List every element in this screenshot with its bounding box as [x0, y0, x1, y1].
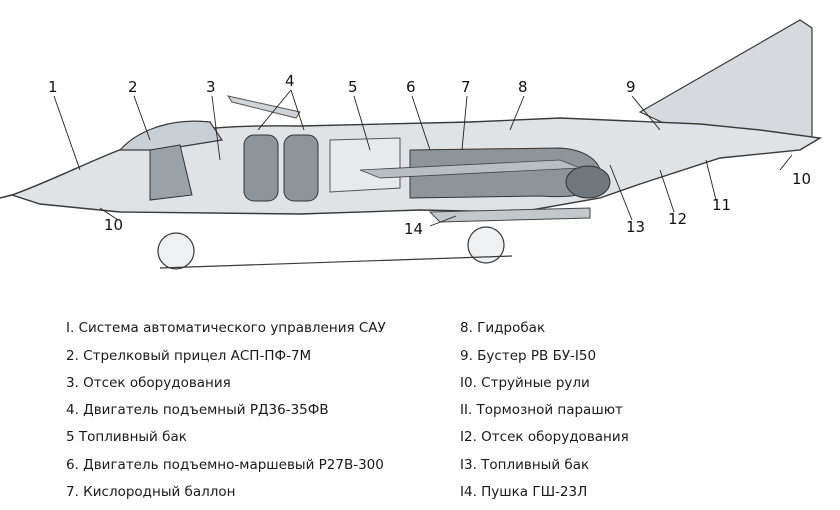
- legend-item-3: 3. Отсек оборудования: [66, 375, 231, 391]
- main-wheel: [467, 226, 505, 264]
- callout-11: 11: [712, 196, 732, 214]
- callout-9: 9: [626, 78, 636, 96]
- legend-item-2: 2. Стрелковый прицел АСП-ПФ-7М: [66, 348, 312, 364]
- callout-4: 4: [285, 72, 295, 90]
- callout-7: 7: [461, 78, 471, 96]
- aircraft-cutaway-diagram: [0, 19, 823, 270]
- ground-line: [159, 255, 513, 269]
- legend-item-9: 9. Бустер РВ БУ-I50: [460, 348, 597, 364]
- callout-6: 6: [406, 78, 416, 96]
- callout-13: 13: [626, 218, 646, 236]
- callout-8: 8: [518, 78, 528, 96]
- legend-item-14: I4. Пушка ГШ-23Л: [460, 484, 588, 500]
- legend-item-13: I3. Топливный бак: [460, 457, 590, 473]
- pitot-probe: [0, 194, 13, 199]
- callout-10-nose: 10: [104, 216, 124, 234]
- swivel-nozzle: [565, 165, 611, 199]
- nose-wheel: [157, 232, 195, 270]
- callout-5: 5: [348, 78, 358, 96]
- legend-item-10: I0. Струйные рули: [460, 375, 590, 391]
- lift-engine-1: [243, 134, 279, 202]
- fuel-tank: [329, 137, 401, 193]
- callout-14: 14: [404, 220, 424, 238]
- lift-engine-2: [283, 134, 319, 202]
- legend-item-4: 4. Двигатель подъемный РД36-35ФВ: [66, 402, 329, 418]
- legend-item-6: 6. Двигатель подъемно-маршевый Р27В-300: [66, 457, 384, 473]
- callout-1: 1: [48, 78, 58, 96]
- cannon-pod: [428, 207, 591, 223]
- callout-12: 12: [668, 210, 688, 228]
- ejection-seat: [149, 144, 193, 201]
- legend-item-8: 8. Гидробак: [460, 320, 546, 336]
- intake-door: [226, 95, 301, 119]
- legend-item-5: 5 Топливный бак: [66, 429, 187, 445]
- callout-2: 2: [128, 78, 138, 96]
- legend-item-7: 7. Кислородный баллон: [66, 484, 236, 500]
- leader-lines: [53, 89, 793, 227]
- legend-item-11: II. Тормозной парашют: [460, 402, 623, 418]
- canopy: [118, 120, 224, 151]
- callout-10-tail: 10: [792, 170, 812, 188]
- legend-item-12: I2. Отсек оборудования: [460, 429, 629, 445]
- legend-item-1: I. Система автоматического управления СА…: [66, 320, 386, 336]
- callout-3: 3: [206, 78, 216, 96]
- wing: [359, 159, 581, 179]
